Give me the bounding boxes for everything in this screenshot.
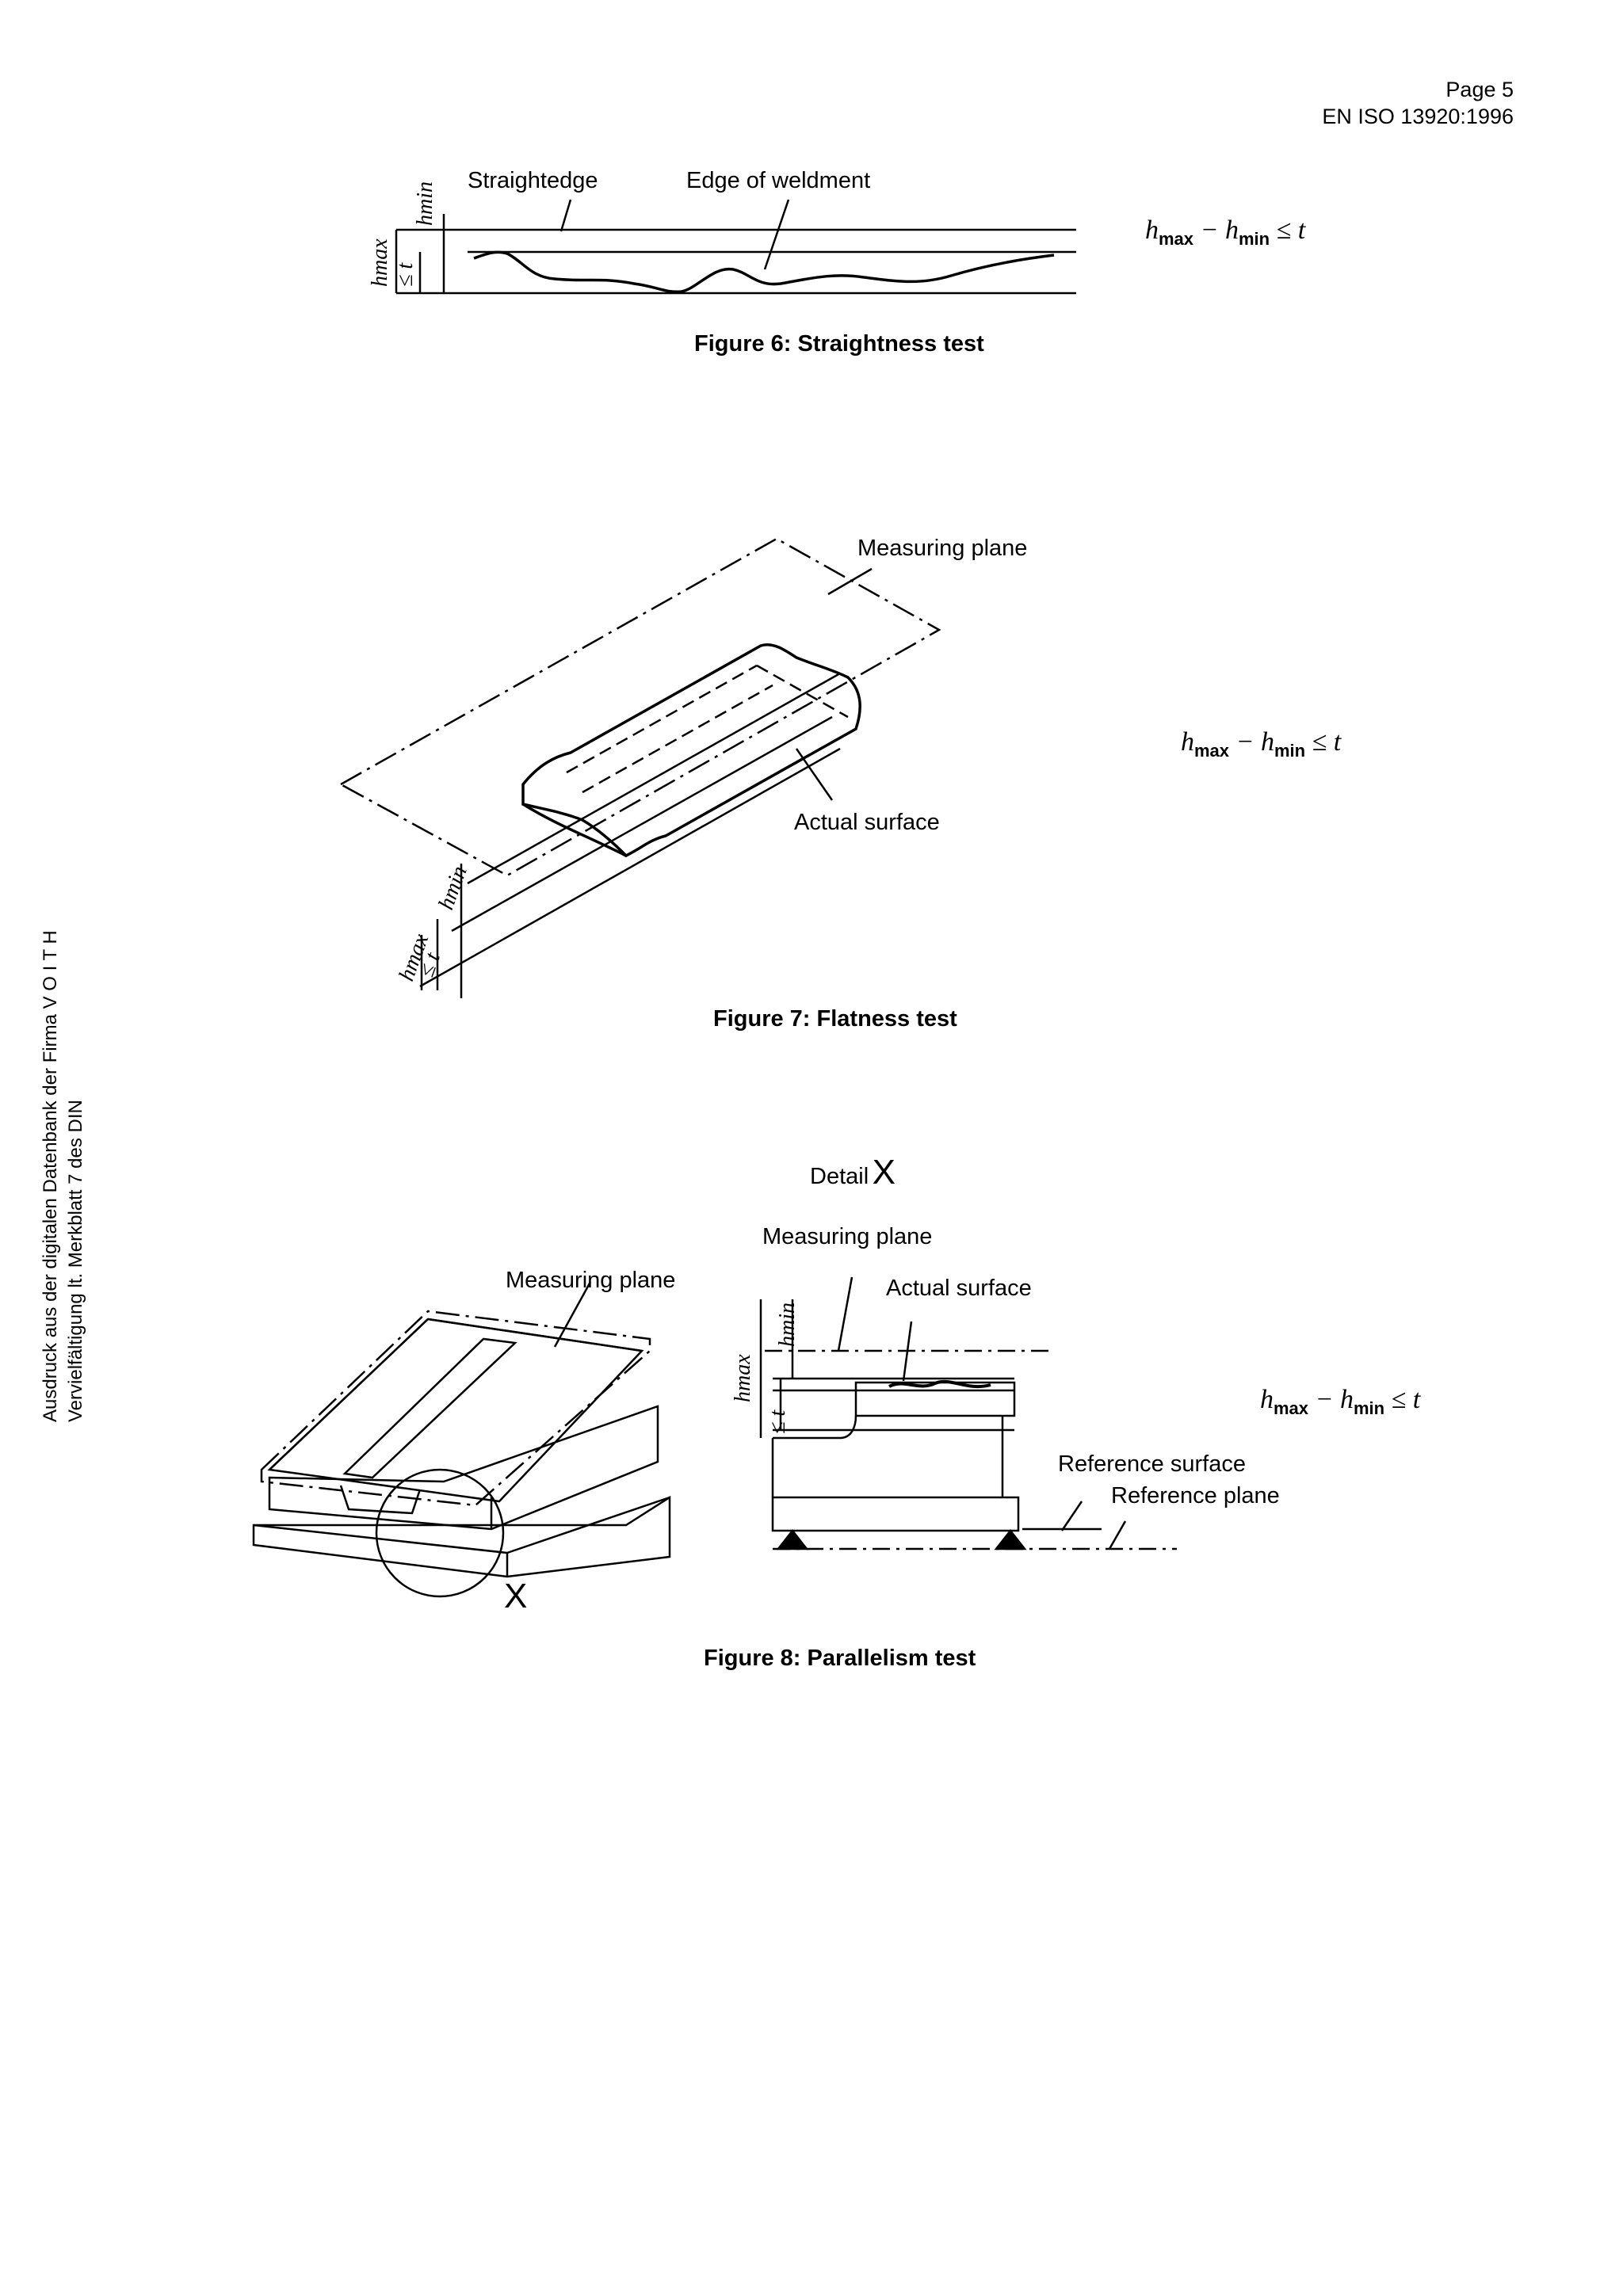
- reference-surface-leader: [1060, 1501, 1083, 1531]
- detail-x-circle: [375, 1468, 505, 1598]
- le-t-symbol-fig8: ≤ t: [766, 1409, 790, 1434]
- actual-surface-label-fig7: Actual surface: [794, 810, 940, 835]
- straightedge-label: Straightedge: [468, 168, 598, 193]
- formula-fig8: hmax − hmin ≤ t: [1260, 1385, 1421, 1418]
- hmin-symbol: hmin: [413, 181, 437, 226]
- actual-surface-outline: [521, 643, 861, 858]
- standard-number: EN ISO 13920:1996: [1322, 105, 1514, 128]
- edge-leader: [763, 199, 790, 270]
- measuring-plane-left: [260, 1310, 651, 1507]
- figure-7-caption: Figure 7: Flatness test: [713, 1006, 957, 1032]
- straightedge-leader: [559, 199, 572, 232]
- hmax-symbol-fig8: hmax: [731, 1354, 755, 1402]
- figure-6-caption: Figure 6: Straightness test: [694, 331, 984, 357]
- actual-surface-label-fig8: Actual surface: [886, 1276, 1032, 1301]
- formula-fig6: hmax − hmin ≤ t: [1145, 215, 1306, 249]
- measuring-plane-leader: [827, 567, 873, 596]
- actual-surface-leader: [902, 1321, 913, 1382]
- measuring-plane-leader-detail: [837, 1276, 854, 1352]
- measuring-plane-label-left: Measuring plane: [506, 1268, 676, 1293]
- detail-x-marker-label: X: [504, 1577, 528, 1615]
- support-left-icon: [776, 1528, 809, 1550]
- weldment-edge-curve: [473, 250, 1055, 294]
- hmax-symbol: hmax: [368, 238, 392, 287]
- page-header: Page 5 EN ISO 13920:1996: [1322, 76, 1514, 130]
- actual-surface-leader: [795, 748, 834, 801]
- measuring-plane-leader-left: [553, 1281, 592, 1348]
- figure-8-caption: Figure 8: Parallelism test: [704, 1646, 976, 1671]
- reference-plane-label: Reference plane: [1111, 1483, 1280, 1508]
- actual-surface-plate: [854, 1381, 1016, 1417]
- le-t-symbol: ≤ t: [393, 262, 418, 287]
- reference-plane-leader: [1108, 1520, 1127, 1550]
- detail-x-title: Detail X: [810, 1153, 896, 1192]
- edge-of-weldment-label: Edge of weldment: [686, 168, 871, 193]
- reference-surface-label: Reference surface: [1058, 1451, 1246, 1477]
- page-number: Page 5: [1445, 78, 1514, 101]
- support-right-icon: [994, 1528, 1027, 1550]
- hmin-symbol-fig8: hmin: [775, 1302, 800, 1347]
- formula-fig7: hmax − hmin ≤ t: [1181, 727, 1342, 761]
- measuring-plane-outline: [338, 537, 941, 877]
- reference-base-plate: [771, 1496, 1020, 1532]
- measuring-plane-label-detail: Measuring plane: [762, 1224, 933, 1249]
- measuring-plane-label-fig7: Measuring plane: [857, 536, 1028, 561]
